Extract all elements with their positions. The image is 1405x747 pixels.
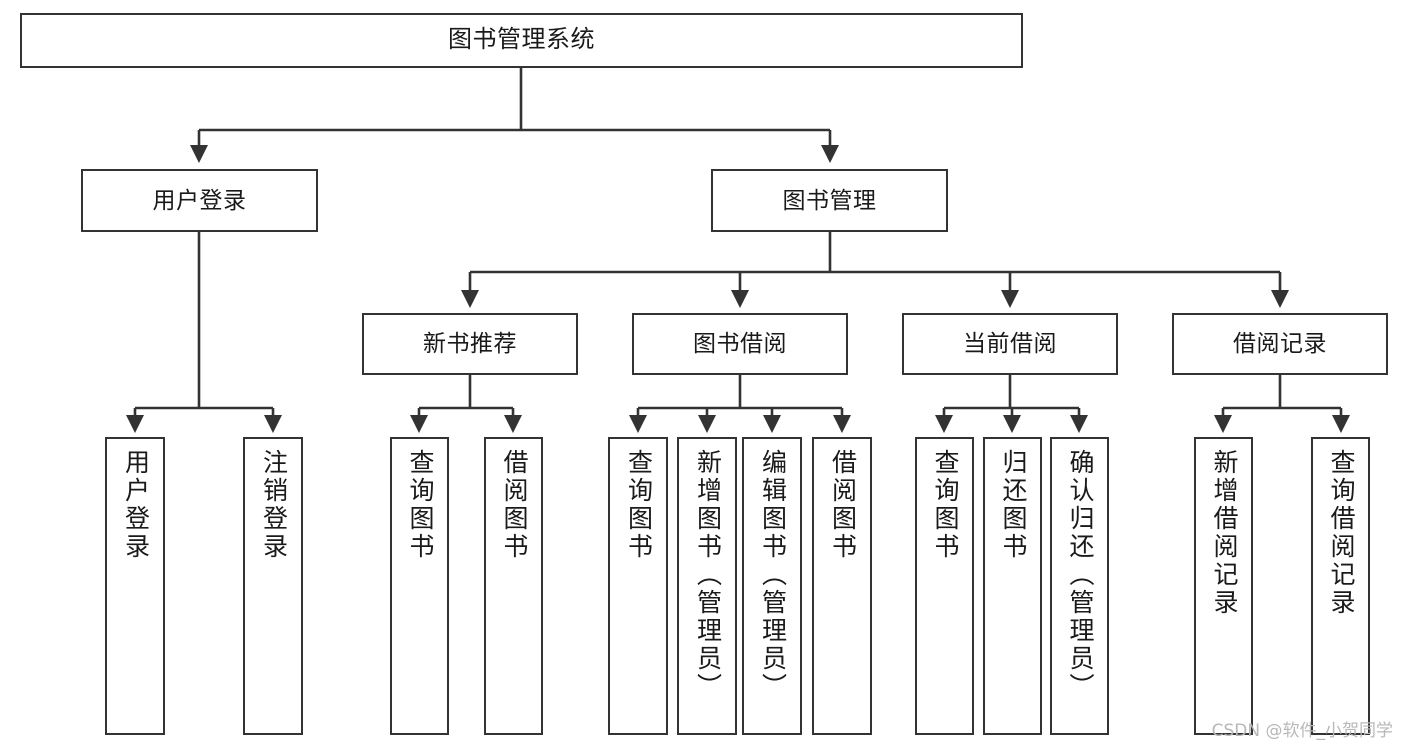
node-book-manage-label: 图书管理 <box>782 186 877 213</box>
node-book-borrow[interactable]: 图书借阅 <box>632 313 848 375</box>
node-new-book-recommend-label: 新书推荐 <box>423 330 517 357</box>
leaf-return-book-label: 归还图书 <box>999 449 1027 561</box>
csdn-watermark: CSDN @软件_小贺同学 <box>1211 721 1393 741</box>
leaf-user-login[interactable]: 用户登录 <box>105 437 165 735</box>
leaf-return-book[interactable]: 归还图书 <box>983 437 1042 735</box>
leaf-add-book-admin-label: 新增图书（管理员） <box>693 449 722 701</box>
node-user-login[interactable]: 用户登录 <box>81 169 318 232</box>
leaf-borrow-book-1[interactable]: 借阅图书 <box>484 437 543 735</box>
leaf-query-book-1[interactable]: 查询图书 <box>390 437 449 735</box>
node-borrow-record[interactable]: 借阅记录 <box>1172 313 1388 375</box>
node-borrow-record-label: 借阅记录 <box>1233 330 1327 357</box>
leaf-confirm-return-admin-label: 确认归还（管理员） <box>1066 449 1094 701</box>
leaf-query-book-3-label: 查询图书 <box>931 449 959 561</box>
leaf-query-book-3[interactable]: 查询图书 <box>915 437 974 735</box>
node-book-manage[interactable]: 图书管理 <box>711 169 948 232</box>
node-root-label: 图书管理系统 <box>448 26 595 54</box>
node-root[interactable]: 图书管理系统 <box>20 13 1023 68</box>
leaf-query-borrow-record[interactable]: 查询借阅记录 <box>1311 437 1370 735</box>
leaf-add-borrow-record-label: 新增借阅记录 <box>1210 449 1238 617</box>
leaf-edit-book-admin[interactable]: 编辑图书（管理员） <box>742 437 802 735</box>
leaf-query-book-1-label: 查询图书 <box>406 449 434 561</box>
leaf-add-book-admin[interactable]: 新增图书（管理员） <box>677 437 737 735</box>
leaf-query-borrow-record-label: 查询借阅记录 <box>1327 449 1355 617</box>
leaf-logout-login-label: 注销登录 <box>259 449 288 561</box>
node-current-borrow[interactable]: 当前借阅 <box>902 313 1118 375</box>
node-book-borrow-label: 图书借阅 <box>693 330 787 357</box>
leaf-borrow-book-2[interactable]: 借阅图书 <box>812 437 872 735</box>
leaf-add-borrow-record[interactable]: 新增借阅记录 <box>1194 437 1253 735</box>
leaf-edit-book-admin-label: 编辑图书（管理员） <box>758 449 787 701</box>
leaf-query-book-2[interactable]: 查询图书 <box>608 437 668 735</box>
node-new-book-recommend[interactable]: 新书推荐 <box>362 313 578 375</box>
leaf-borrow-book-1-label: 借阅图书 <box>500 449 528 561</box>
leaf-user-login-label: 用户登录 <box>121 449 150 561</box>
leaf-confirm-return-admin[interactable]: 确认归还（管理员） <box>1050 437 1109 735</box>
leaf-logout-login[interactable]: 注销登录 <box>243 437 303 735</box>
node-user-login-label: 用户登录 <box>152 186 247 213</box>
leaf-borrow-book-2-label: 借阅图书 <box>828 449 857 561</box>
leaf-query-book-2-label: 查询图书 <box>624 449 653 561</box>
node-current-borrow-label: 当前借阅 <box>963 330 1057 357</box>
